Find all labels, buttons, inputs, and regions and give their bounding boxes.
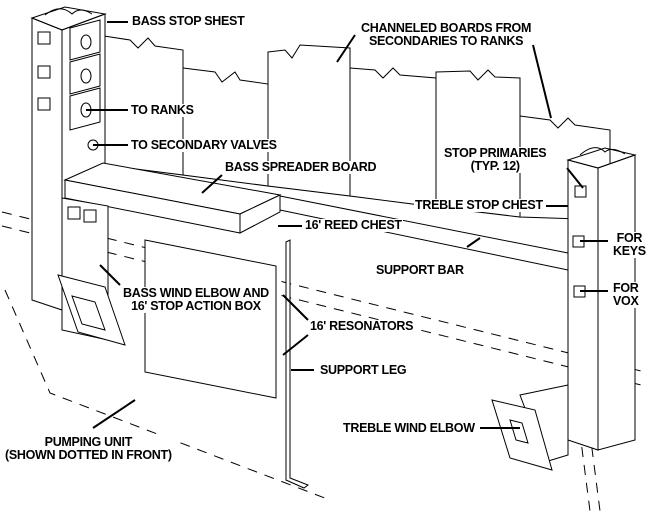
label-for-vox: FOR VOX <box>612 282 640 308</box>
label-stop-primaries-line2: (TYP. 12) <box>470 159 520 173</box>
label-16-reed-chest: 16' REED CHEST <box>304 218 403 232</box>
label-pumping-unit: PUMPING UNIT (SHOWN DOTTED IN FRONT) <box>4 436 173 462</box>
label-for-keys: FOR KEYS <box>612 232 647 258</box>
label-for-keys-line1: FOR <box>616 231 643 245</box>
channeled-boards <box>103 35 611 221</box>
label-for-vox-line2: VOX <box>613 294 639 308</box>
label-support-bar: SUPPORT BAR <box>375 263 465 277</box>
bass-spreader-board <box>63 162 282 234</box>
label-for-vox-line1: FOR <box>613 281 639 295</box>
pumping-unit-outline <box>1 211 646 511</box>
label-treble-stop-chest: TREBLE STOP CHEST <box>414 198 544 212</box>
treble-wind-elbow <box>491 384 569 471</box>
label-bass-wind-elbow-line1: BASS WIND ELBOW AND <box>123 286 269 300</box>
label-pumping-unit-line1: PUMPING UNIT <box>44 435 133 449</box>
label-to-ranks: TO RANKS <box>130 103 195 117</box>
label-treble-wind-elbow: TREBLE WIND ELBOW <box>342 421 476 435</box>
label-channeled-boards-line2: SECONDARIES TO RANKS <box>368 34 524 48</box>
label-pumping-unit-line2: (SHOWN DOTTED IN FRONT) <box>5 448 172 462</box>
support-leg <box>285 239 310 489</box>
label-channeled-boards: CHANNELED BOARDS FROM SECONDARIES TO RAN… <box>360 21 533 48</box>
leader-lines <box>86 21 608 429</box>
label-channeled-boards-line1: CHANNELED BOARDS FROM <box>361 21 532 35</box>
label-bass-stop-chest: BASS STOP SHEST <box>131 14 246 28</box>
label-bass-wind-elbow-line2: 16' STOP ACTION BOX <box>131 299 261 313</box>
label-16-resonators: 16' RESONATORS <box>309 319 415 333</box>
label-for-keys-line2: KEYS <box>613 244 646 258</box>
label-stop-primaries-line1: STOP PRIMARIES <box>444 146 547 160</box>
label-support-leg: SUPPORT LEG <box>319 363 408 377</box>
label-bass-wind-elbow: BASS WIND ELBOW AND 16' STOP ACTION BOX <box>122 287 270 313</box>
label-to-secondary-valves: TO SECONDARY VALVES <box>130 138 278 152</box>
label-bass-spreader-board: BASS SPREADER BOARD <box>224 160 378 174</box>
label-stop-primaries: STOP PRIMARIES (TYP. 12) <box>443 146 548 173</box>
bass-wind-elbow-box <box>57 197 277 399</box>
